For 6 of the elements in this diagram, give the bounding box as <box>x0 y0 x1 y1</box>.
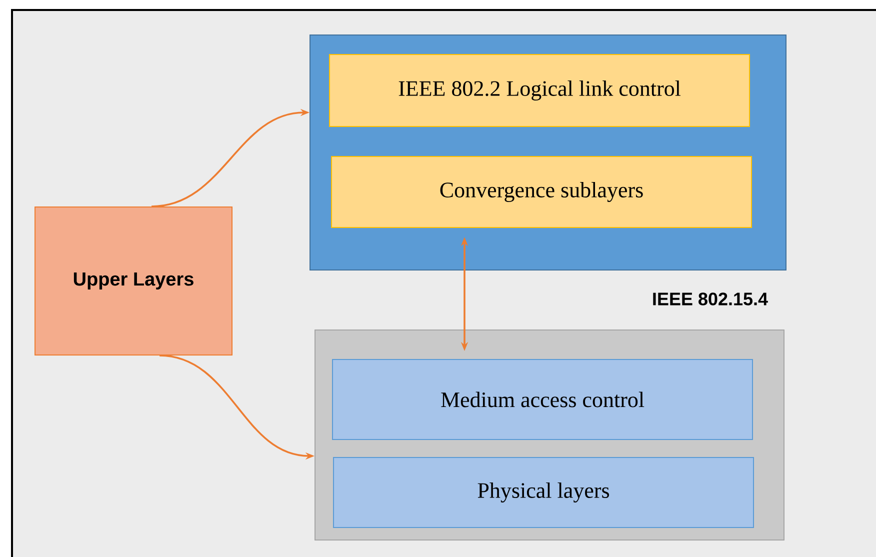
stack-label: IEEE 802.15.4 <box>653 292 768 306</box>
layer-box: Physical layers <box>333 457 754 528</box>
layer-box: IEEE 802.2 Logical link control <box>329 54 750 127</box>
layer-box: Upper Layers <box>34 206 232 356</box>
layer-box: Medium access control <box>332 359 753 440</box>
layer-box: Convergence sublayers <box>331 156 752 228</box>
